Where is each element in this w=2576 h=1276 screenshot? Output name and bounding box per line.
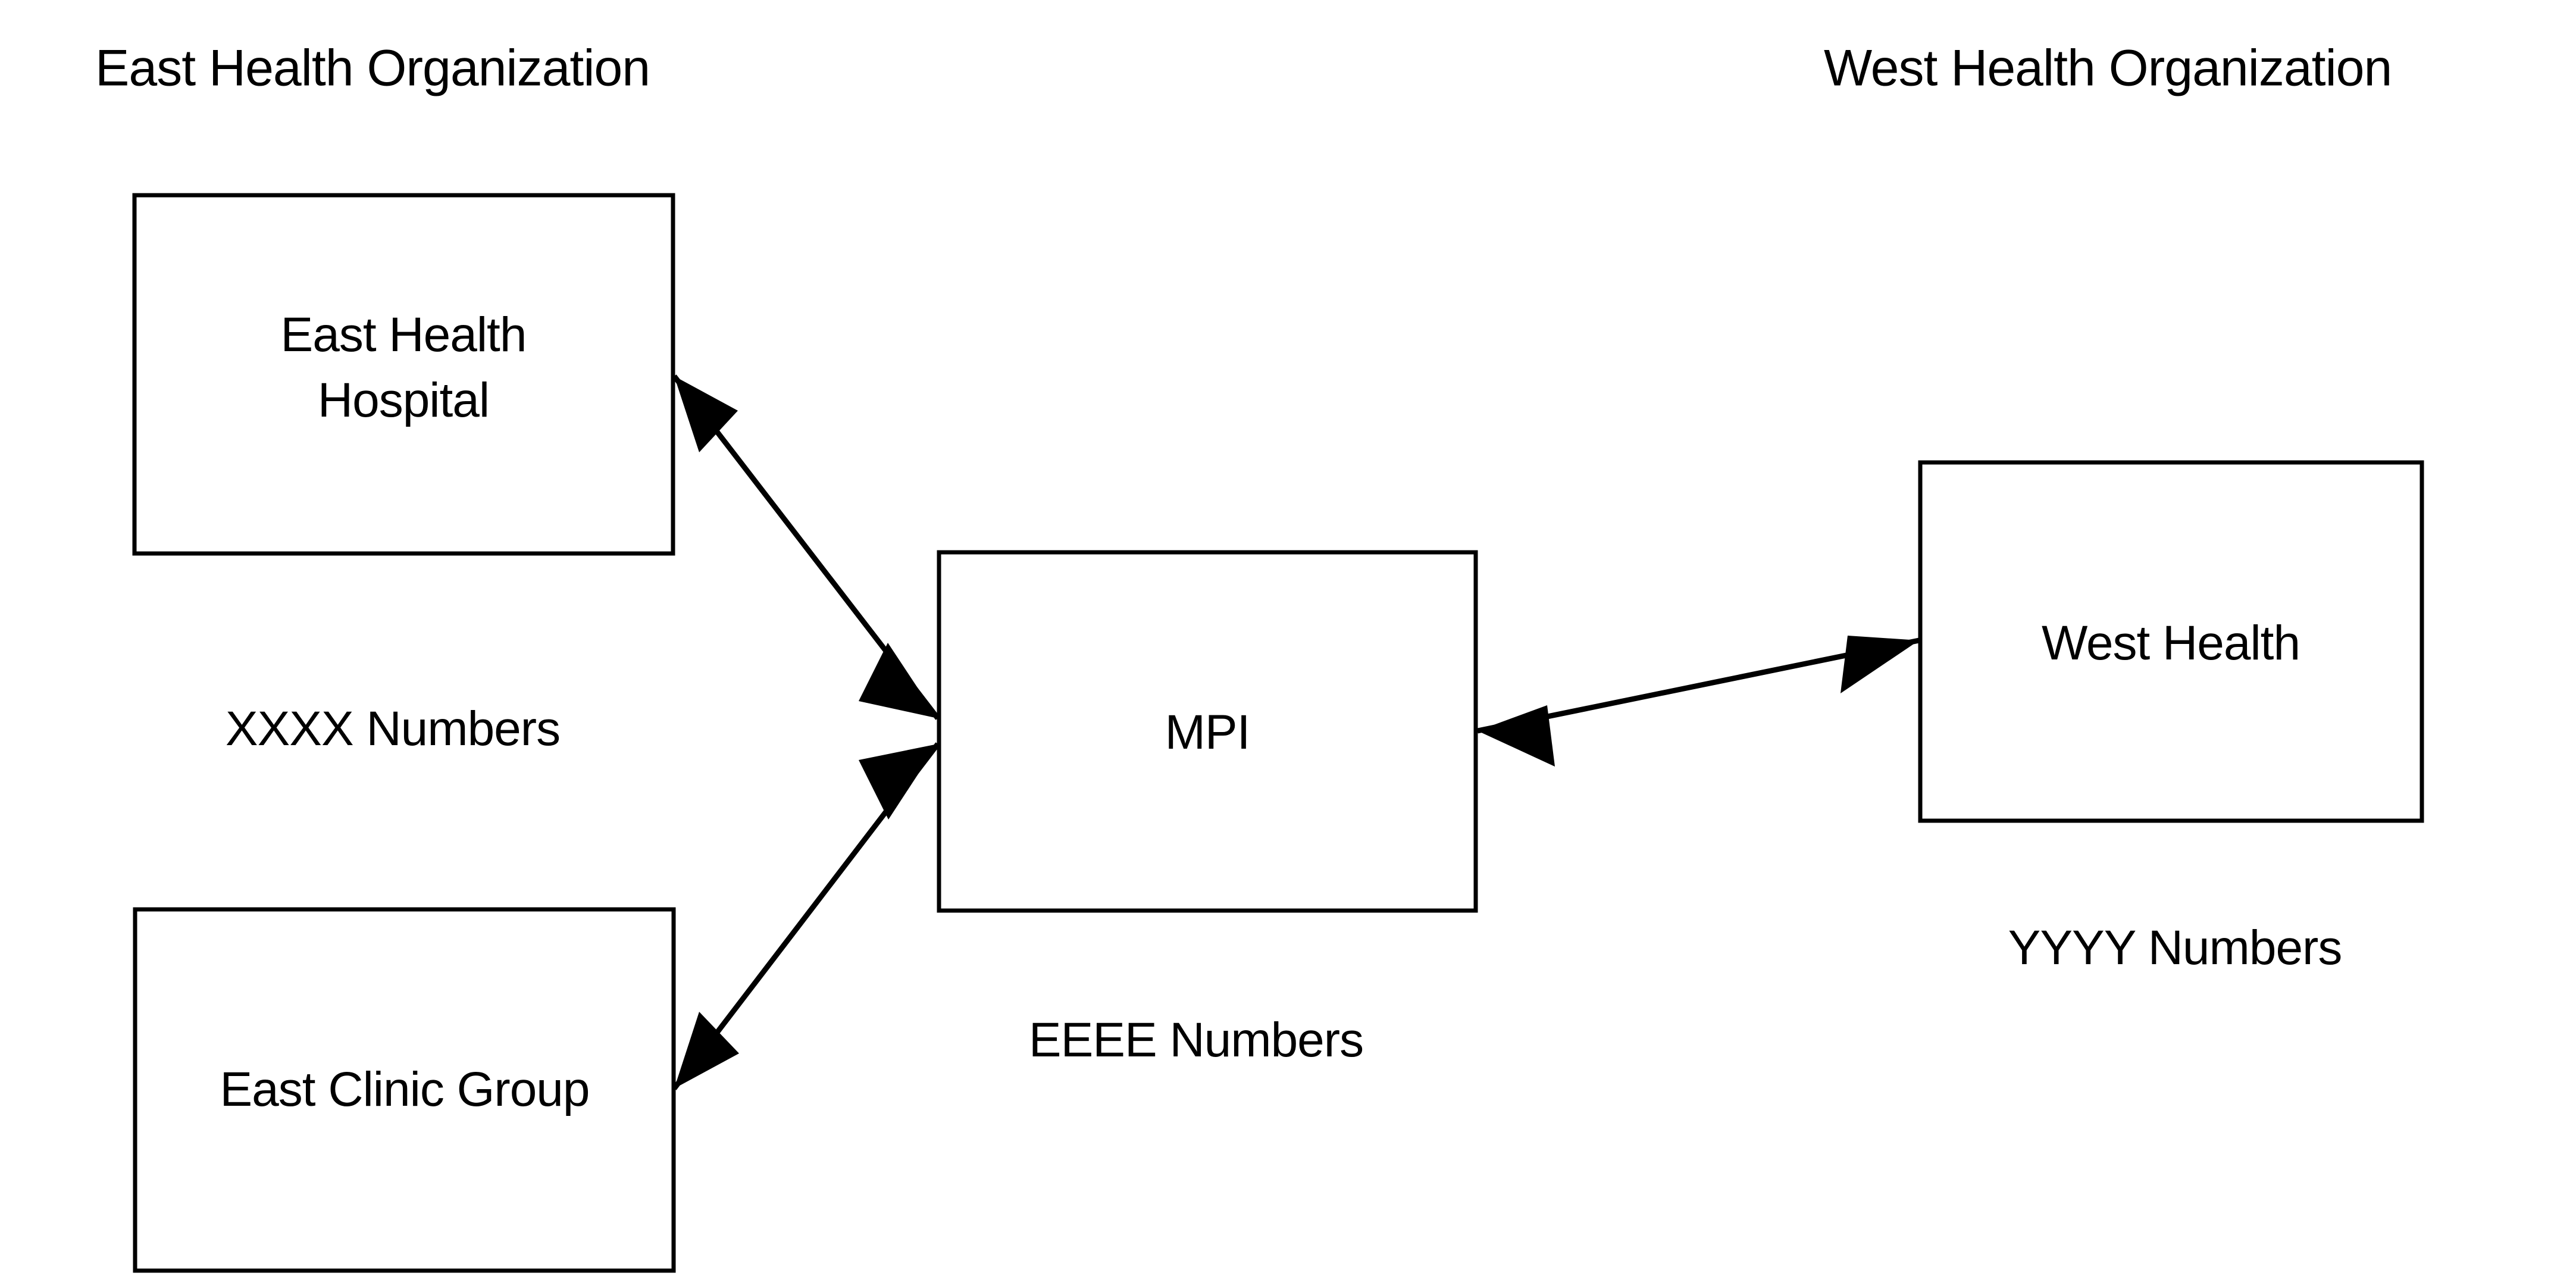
label-xxxx-numbers: XXXX Numbers [226,702,560,756]
connector-clinic-to-mpi[interactable] [672,742,940,1090]
arrow-head-icon [859,643,938,718]
label-eeee-numbers: EEEE Numbers [1029,1013,1363,1067]
connector-hospital-to-mpi[interactable] [672,374,940,720]
arrow-head-icon [859,744,938,820]
node-label-line: MPI [1165,705,1250,759]
label-yyyy-numbers: YYYY Numbers [2008,921,2342,975]
node-box [133,907,676,1273]
arrow-head-icon [1841,636,1919,693]
node-east-health-hospital[interactable]: East Health Hospital [132,193,675,556]
node-west-health[interactable]: West Health [1918,460,2424,823]
heading-east-health-organization: East Health Organization [95,40,650,97]
arrow-head-icon [1478,705,1555,767]
node-mpi[interactable]: MPI [937,550,1478,913]
node-box [937,550,1478,913]
node-label-line: West Health [2042,616,2300,670]
arrow-head-icon [674,1012,739,1089]
node-label-line: East Clinic Group [220,1062,589,1116]
node-label-line: Hospital [318,373,489,427]
heading-west-health-organization: West Health Organization [1824,40,2392,97]
node-label-line: East Health [281,308,527,362]
arrow-head-icon [674,376,738,452]
node-east-clinic-group[interactable]: East Clinic Group [133,907,676,1273]
node-box [132,193,675,556]
node-box [1918,460,2424,823]
connector-mpi-to-west[interactable] [1477,636,1920,767]
